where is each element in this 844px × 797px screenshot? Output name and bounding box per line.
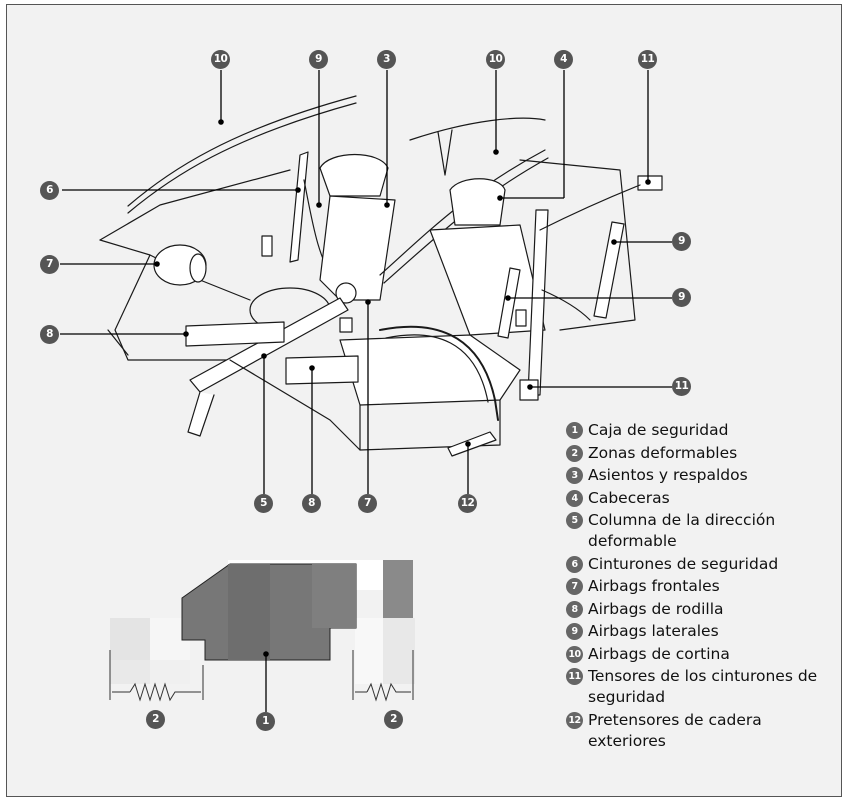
callout-badge: 10	[486, 50, 505, 69]
callout-badge: 9	[672, 232, 691, 251]
callout-badge: 11	[638, 50, 657, 69]
legend-number-badge: 10	[566, 646, 583, 663]
legend-label: Asientos y respaldos	[588, 466, 748, 484]
callout-badge: 8	[40, 325, 59, 344]
legend-label: Pretensores de cadera exteriores	[588, 711, 762, 750]
callout-badge: 1	[256, 712, 275, 731]
legend-item: 9 Airbags laterales	[566, 621, 838, 642]
legend-number-badge: 9	[566, 623, 583, 640]
legend-label: Airbags de rodilla	[588, 600, 724, 618]
callout-badge: 2	[384, 710, 403, 729]
legend-number-badge: 11	[566, 668, 583, 685]
legend-number-badge: 3	[566, 467, 583, 484]
legend-label: Zonas deformables	[588, 444, 737, 462]
legend-number-badge: 5	[566, 512, 583, 529]
callout-badge: 2	[146, 710, 165, 729]
legend-label: Airbags laterales	[588, 622, 719, 640]
callout-badge: 9	[309, 50, 328, 69]
callout-badge: 11	[672, 377, 691, 396]
callout-badge: 8	[302, 494, 321, 513]
legend-item: 3 Asientos y respaldos	[566, 465, 838, 486]
legend-label: Airbags frontales	[588, 577, 720, 595]
legend-list: 1 Caja de seguridad 2 Zonas deformables 3 Asi…	[566, 420, 838, 753]
callout-badge: 7	[358, 494, 377, 513]
legend-item: 11 Tensores de los cinturones de segurida…	[566, 666, 838, 708]
legend-number-badge: 2	[566, 445, 583, 462]
legend-item: 10 Airbags de cortina	[566, 644, 838, 665]
legend-item: 8 Airbags de rodilla	[566, 599, 838, 620]
callout-badge: 10	[211, 50, 230, 69]
legend-item: 1 Caja de seguridad	[566, 420, 838, 441]
legend-item: 6 Cinturones de seguridad	[566, 554, 838, 575]
callout-badge: 6	[40, 181, 59, 200]
callout-badge: 3	[377, 50, 396, 69]
legend-label: Cinturones de seguridad	[588, 555, 778, 573]
legend-number-badge: 8	[566, 601, 583, 618]
legend-number-badge: 1	[566, 422, 583, 439]
legend-item: 12 Pretensores de cadera exteriores	[566, 710, 838, 752]
legend-item: 5 Columna de la dirección deformable	[566, 510, 838, 552]
callout-badge: 9	[672, 288, 691, 307]
legend-item: 7 Airbags frontales	[566, 576, 838, 597]
legend-number-badge: 6	[566, 556, 583, 573]
callout-badge: 4	[554, 50, 573, 69]
legend-item: 2 Zonas deformables	[566, 443, 838, 464]
callout-badge: 5	[254, 494, 273, 513]
callout-badge: 12	[458, 494, 477, 513]
car-interior-illustration	[100, 96, 662, 456]
legend-number-badge: 4	[566, 490, 583, 507]
legend-label: Tensores de los cinturones de seguridad	[588, 667, 817, 706]
body-structure-diagram	[110, 560, 415, 712]
legend-label: Columna de la dirección deformable	[588, 511, 775, 550]
legend-number-badge: 12	[566, 712, 583, 729]
callout-badge: 7	[40, 255, 59, 274]
legend-number-badge: 7	[566, 578, 583, 595]
legend-label: Caja de seguridad	[588, 421, 728, 439]
legend-label: Airbags de cortina	[588, 645, 730, 663]
legend-label: Cabeceras	[588, 489, 670, 507]
legend-item: 4 Cabeceras	[566, 488, 838, 509]
